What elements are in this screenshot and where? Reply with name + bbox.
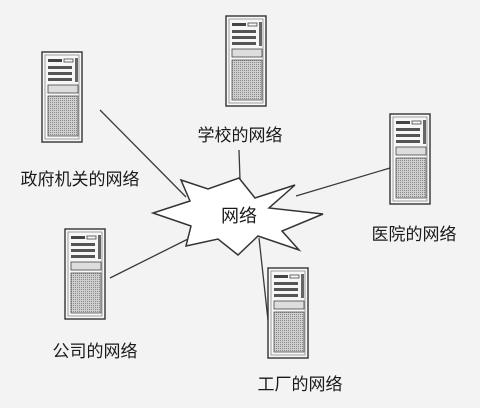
network-cloud xyxy=(150,177,324,256)
network-center-label: 网络 xyxy=(221,206,257,227)
connection-line xyxy=(258,237,269,321)
connection-line xyxy=(295,167,391,197)
school-network-label: 学校的网络 xyxy=(198,126,283,146)
company-network-label: 公司的网络 xyxy=(53,342,138,362)
server-tower-icon xyxy=(267,267,309,359)
connection-lines xyxy=(99,109,391,321)
hospital-network-label: 医院的网络 xyxy=(372,225,457,245)
server-tower-icon xyxy=(41,51,83,143)
server-tower-icon xyxy=(225,15,267,107)
server-tower-icon xyxy=(64,228,106,320)
connection-line xyxy=(99,109,187,198)
factory-network-label: 工厂的网络 xyxy=(258,375,343,395)
government-network-label: 政府机关的网络 xyxy=(21,170,140,190)
connection-line xyxy=(238,149,241,181)
server-tower-icon xyxy=(389,113,431,205)
connection-line xyxy=(109,234,197,279)
